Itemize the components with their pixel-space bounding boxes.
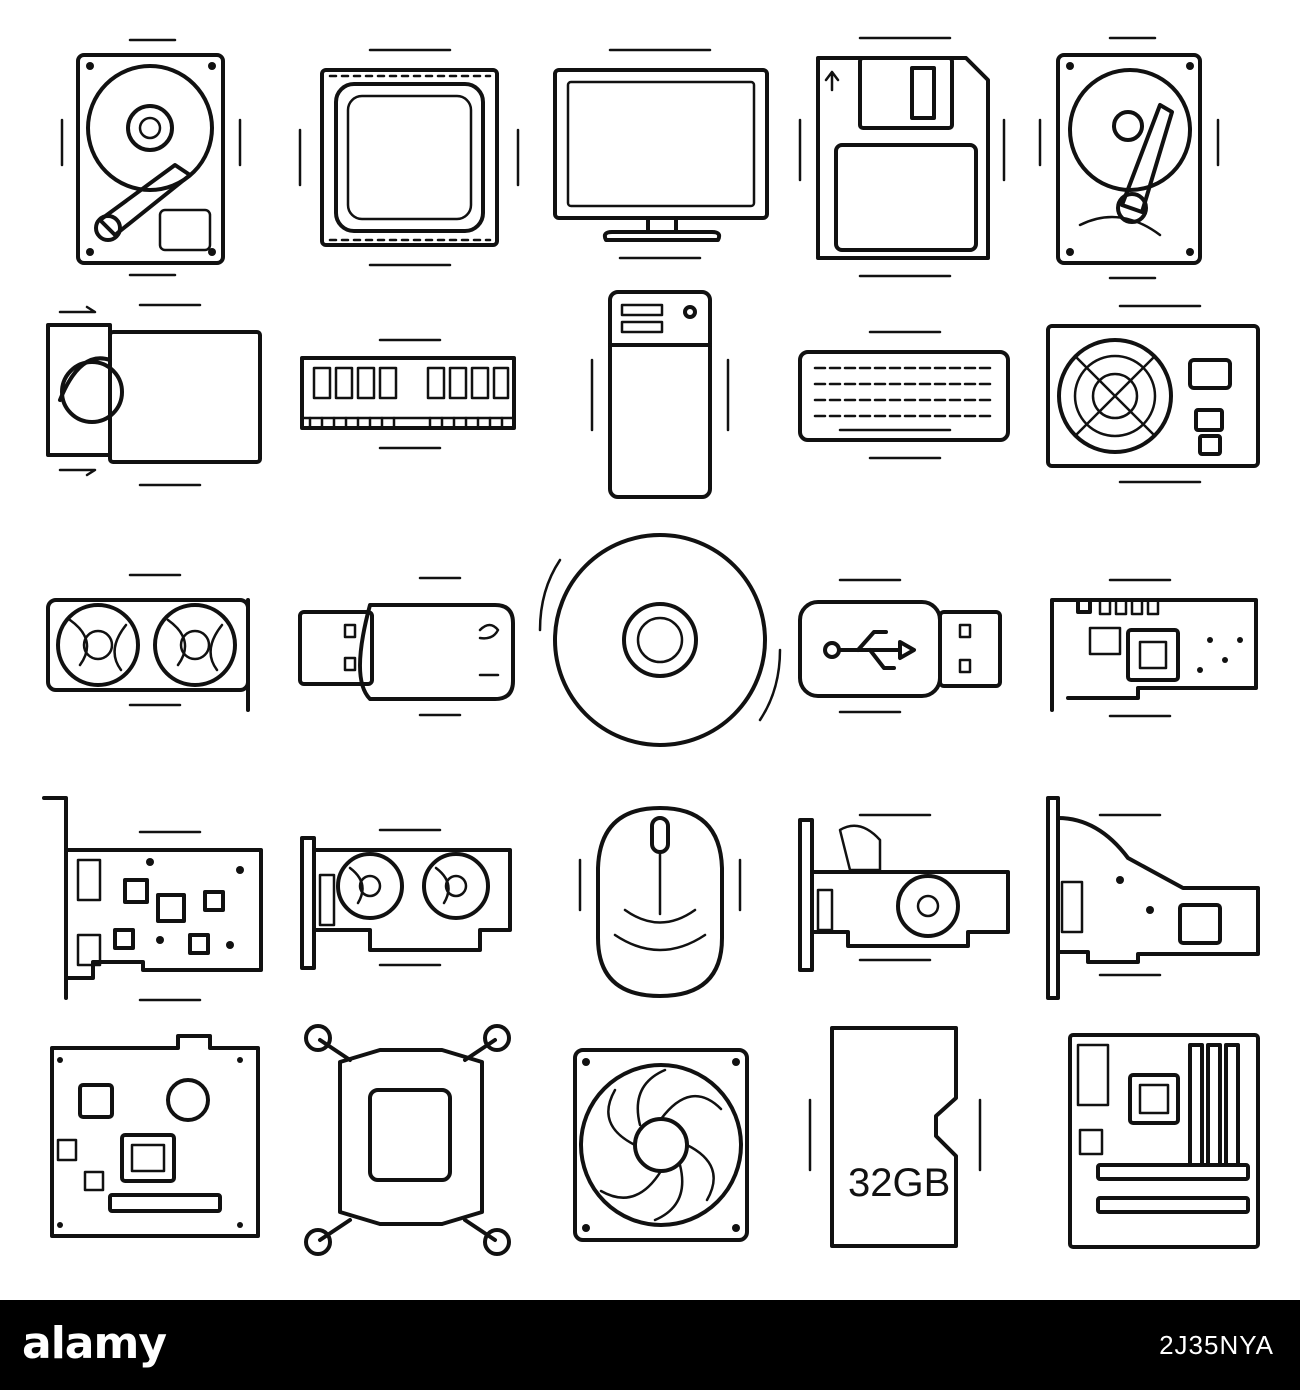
usb-flash-drive-icon [298, 576, 515, 717]
image-id-label: 2J35NYA [1159, 1330, 1274, 1360]
floppy-disk-icon [798, 36, 1006, 278]
graphics-card-dual-fan-icon [46, 573, 250, 712]
ram-module-icon [300, 338, 516, 450]
water-block-icon [304, 1024, 511, 1256]
alamy-logo: alamy [22, 1318, 167, 1369]
network-card-icon [1046, 796, 1260, 1000]
watermark-footer: alamy 2J35NYA [0, 1300, 1300, 1390]
icon-sheet: 32GB [42, 36, 1260, 1256]
hard-drive-icon [60, 38, 242, 277]
keyboard-icon [798, 330, 1010, 460]
micro-sd-card-icon: 32GB [808, 1026, 982, 1248]
pc-tower-icon [590, 290, 730, 499]
motherboard-small-icon [50, 1034, 260, 1238]
compact-disc-icon [538, 533, 782, 747]
motherboard-icon [1068, 1033, 1260, 1249]
cpu-socket-icon [298, 48, 520, 267]
usb-stick-icon [798, 578, 1002, 714]
graphics-card-icon [300, 828, 512, 970]
sd-card-capacity-label: 32GB [848, 1161, 950, 1205]
optical-drive-icon [46, 303, 262, 487]
power-supply-icon [1046, 304, 1260, 484]
pci-card-icon [42, 796, 263, 1002]
monitor-icon [553, 48, 769, 260]
hard-drive-open-icon [1038, 36, 1220, 280]
expansion-card-icon [1050, 578, 1258, 718]
case-fan-icon [573, 1048, 749, 1242]
low-profile-gpu-icon [798, 813, 1010, 972]
computer-mouse-icon [578, 806, 742, 998]
